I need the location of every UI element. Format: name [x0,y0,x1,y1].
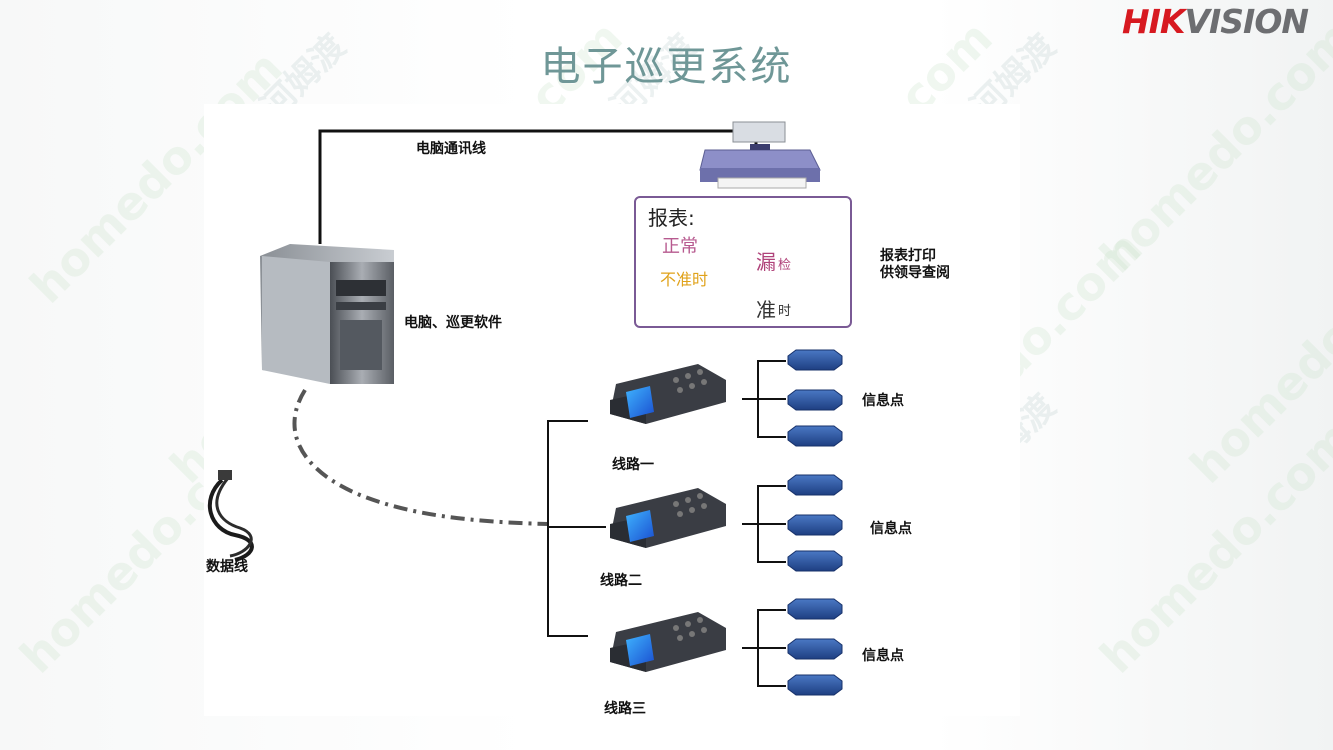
report-heading: 报表: [648,206,695,230]
patrol-reader-icon-2 [610,488,726,548]
report-missed-big: 漏 [756,250,776,274]
computer-label: 电脑、巡更软件 [404,315,502,331]
patrol-reader-icon-3 [610,612,726,672]
route-bracket [547,420,606,637]
printer-icon [699,121,821,189]
info-point-button-icon [787,550,843,572]
data-cable-label: 数据线 [206,559,248,575]
hikvision-logo: HIKVISION [1122,2,1309,41]
info-point-label-2: 信息点 [870,521,912,537]
print-label-line2: 供领导查阅 [880,265,950,281]
info-point-button-icon [787,638,843,660]
report-normal: 正常 [662,236,698,257]
report-late: 不准时 [660,270,709,289]
report-ontime-big: 准 [756,298,776,322]
info-point-label-1: 信息点 [862,393,904,409]
info-point-button-icon [787,389,843,411]
info-point-bracket-2 [742,485,786,563]
logo-vision: VISION [1184,2,1309,41]
info-point-label-3: 信息点 [862,648,904,664]
report-box: 报表: 正常 漏 检 不准时 准 时 [634,196,852,328]
info-point-bracket-1 [742,360,786,438]
comm-line-label: 电脑通讯线 [416,141,486,157]
info-point-bracket-3 [742,609,786,687]
page-title: 电子巡更系统 [540,44,793,90]
info-point-button-icon [787,474,843,496]
usb-cable-icon [207,470,254,562]
info-point-button-icon [787,514,843,536]
route-label-2: 线路二 [600,573,642,589]
print-label-line1: 报表打印 [880,248,936,264]
info-point-button-icon [787,349,843,371]
route-label-3: 线路三 [604,701,646,717]
computer-tower-icon [260,244,394,384]
data-link-line [292,388,549,526]
patrol-reader-icon-1 [610,364,726,424]
route-label-1: 线路一 [612,457,654,473]
info-point-button-icon [787,425,843,447]
info-point-button-icon [787,674,843,696]
logo-hik: HIK [1122,2,1185,41]
info-point-buttons [787,349,843,696]
report-missed-small: 检 [778,258,792,273]
info-point-button-icon [787,598,843,620]
report-ontime-small: 时 [778,304,792,319]
